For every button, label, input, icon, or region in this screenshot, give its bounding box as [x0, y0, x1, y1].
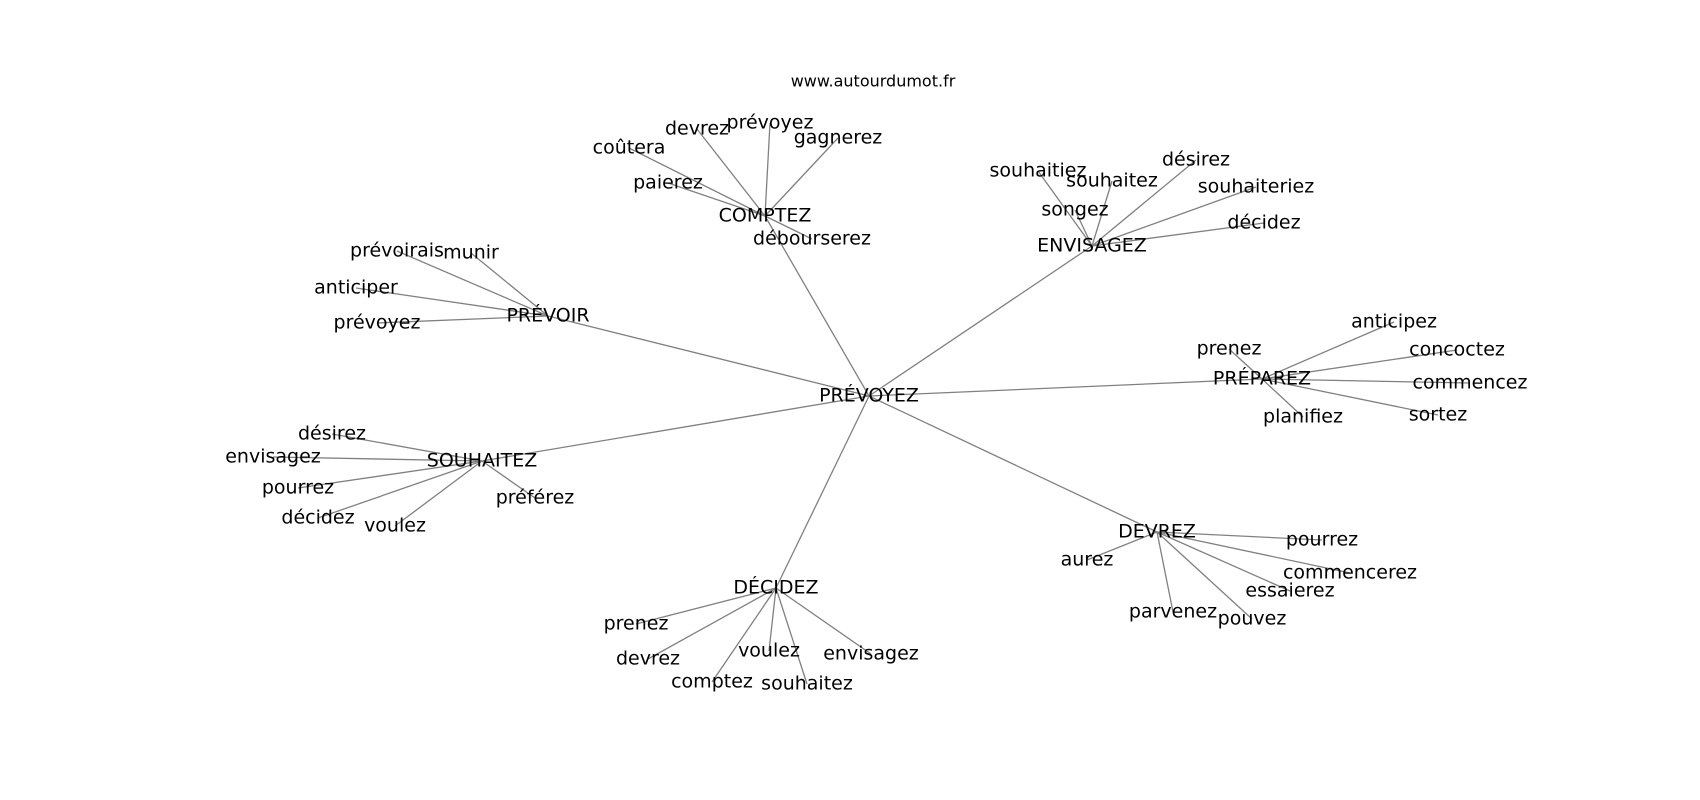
edge-center-envisagez	[868, 245, 1093, 397]
leaf-node: préférez	[496, 487, 575, 509]
edge-prevoir-3	[376, 315, 549, 324]
leaf-node: prenez	[1197, 338, 1262, 360]
leaf-node: voulez	[738, 640, 800, 662]
leaf-node: comptez	[671, 671, 753, 693]
edge-envisagez-4	[1074, 209, 1093, 247]
leaf-node: songez	[1041, 199, 1108, 221]
edge-souhaitez-0	[331, 433, 483, 462]
edge-envisagez-3	[1091, 186, 1257, 247]
leaf-node: munir	[443, 242, 499, 264]
leaf-node: débourserez	[753, 228, 871, 250]
edge-envisagez-5	[1091, 222, 1265, 247]
edge-preparez-4	[1261, 378, 1304, 418]
edge-preparez-5	[1261, 378, 1439, 416]
edge-souhaitez-5	[481, 460, 536, 499]
hub-node-souhaitez: SOUHAITEZ	[427, 450, 537, 472]
leaf-node: prévoyez	[727, 112, 814, 134]
leaf-node: paierez	[633, 172, 703, 194]
leaf-node: essaierez	[1245, 580, 1334, 602]
leaf-node: souhaitiez	[990, 160, 1087, 182]
leaf-node: planifiez	[1263, 406, 1343, 428]
edge-decidez-0	[635, 587, 777, 625]
edge-preparez-0	[1261, 321, 1395, 380]
edge-center-preparez	[868, 378, 1263, 397]
edge-devrez-5	[1156, 531, 1253, 620]
leaf-node: voulez	[364, 515, 426, 537]
leaf-node: décidez	[281, 507, 354, 529]
edge-comptez-3	[764, 137, 839, 217]
edge-preparez-1	[1228, 348, 1263, 380]
leaf-node: prévoirais	[350, 240, 444, 262]
center-node: PRÉVOYEZ	[819, 384, 919, 407]
hub-node-envisagez: ENVISAGEZ	[1037, 235, 1147, 257]
leaf-node: prenez	[604, 613, 669, 635]
edge-prevoir-0	[396, 250, 549, 317]
leaf-node: souhaitez	[761, 673, 853, 695]
edge-devrez-4	[1156, 531, 1174, 613]
edge-devrez-0	[1156, 531, 1323, 541]
leaf-node: désirez	[298, 423, 366, 445]
leaf-node: désirez	[1162, 149, 1230, 171]
edge-devrez-1	[1086, 531, 1158, 561]
edge-prevoir-1	[470, 252, 549, 317]
leaf-node: devrez	[616, 648, 680, 670]
leaf-node: concoctez	[1409, 339, 1505, 361]
leaf-node: souhaitez	[1066, 170, 1158, 192]
hub-node-comptez: COMPTEZ	[719, 205, 812, 227]
edge-envisagez-2	[1091, 159, 1197, 247]
edge-devrez-2	[1156, 531, 1351, 574]
leaf-node: commencerez	[1283, 562, 1417, 584]
edge-decidez-2	[768, 587, 777, 652]
edge-envisagez-0	[1037, 170, 1093, 247]
edge-comptez-4	[667, 182, 766, 217]
leaf-node: pourrez	[1286, 529, 1358, 551]
leaf-node: envisagez	[225, 446, 321, 468]
edge-preparez-3	[1261, 378, 1471, 384]
edge-souhaitez-1	[272, 456, 483, 462]
hub-node-decidez: DÉCIDEZ	[733, 576, 818, 599]
hub-node-prevoir: PRÉVOIR	[506, 304, 589, 327]
edge-comptez-2	[764, 122, 771, 217]
site-title: www.autourdumot.fr	[791, 72, 956, 91]
leaf-node: anticipez	[1351, 311, 1437, 333]
edge-center-devrez	[868, 395, 1158, 533]
edge-souhaitez-2	[297, 460, 483, 489]
leaf-node: anticiper	[314, 277, 398, 299]
edge-center-souhaitez	[481, 395, 870, 462]
leaf-node: prévoyez	[334, 312, 421, 334]
edge-souhaitez-3	[317, 460, 483, 519]
leaf-node: commencez	[1413, 372, 1528, 394]
edge-souhaitez-4	[394, 460, 483, 527]
edge-decidez-1	[647, 587, 777, 660]
leaf-node: aurez	[1061, 549, 1114, 571]
hub-node-preparez: PRÉPAREZ	[1213, 367, 1311, 390]
edge-decidez-5	[775, 587, 872, 655]
edge-comptez-5	[764, 215, 813, 240]
edge-center-comptez	[764, 215, 870, 397]
edge-comptez-0	[628, 147, 766, 217]
leaf-node: parvenez	[1129, 601, 1217, 623]
edge-center-decidez	[775, 395, 870, 589]
leaf-node: souhaiteriez	[1198, 176, 1314, 198]
edge-devrez-3	[1156, 531, 1291, 592]
edge-decidez-3	[711, 587, 777, 683]
leaf-node: pouvez	[1218, 608, 1287, 630]
edge-prevoir-2	[355, 287, 549, 317]
leaf-node: décidez	[1227, 212, 1300, 234]
leaf-node: pourrez	[262, 477, 334, 499]
leaf-node: envisagez	[823, 643, 919, 665]
leaf-node: sortez	[1409, 404, 1467, 426]
edge-decidez-4	[775, 587, 808, 685]
edge-envisagez-1	[1091, 180, 1113, 247]
leaf-node: devrez	[665, 118, 729, 140]
edge-center-prevoir	[547, 315, 870, 397]
graph-edges	[272, 122, 1471, 685]
leaf-node: gagnerez	[794, 127, 883, 149]
leaf-node: coûtera	[593, 137, 666, 159]
hub-node-devrez: DEVREZ	[1118, 521, 1196, 543]
edge-preparez-2	[1261, 349, 1458, 380]
edge-comptez-1	[696, 128, 766, 217]
